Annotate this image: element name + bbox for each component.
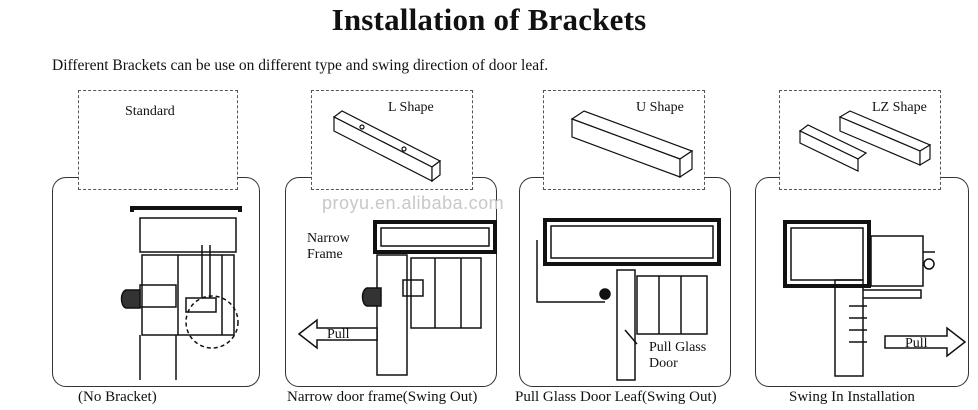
lz-shape-install-drawing (783, 220, 967, 377)
bracket-tag: LZ Shape (779, 90, 941, 190)
panel-caption: Pull Glass Door Leaf(Swing Out) (515, 389, 717, 405)
bracket-tag: L Shape (311, 90, 473, 190)
page-subtitle: Different Brackets can be use on differe… (52, 57, 549, 74)
pull-arrow-label: Pull (327, 327, 350, 342)
panel-standard: Standard (No Bracket) (52, 80, 292, 410)
bracket-tag: U Shape (543, 90, 705, 190)
u-shape-bracket-icon (570, 110, 694, 179)
watermark: proyu.en.alibaba.com (322, 193, 505, 213)
standard-install-drawing (120, 206, 242, 380)
pull-arrow-label: Pull (905, 336, 928, 351)
panel-l-shape: L Shape Narrow Frame Pull Narr (285, 80, 525, 410)
pull-glass-door-label: Pull Glass Door (649, 340, 707, 371)
bracket-name: L Shape (388, 100, 434, 115)
panel-caption: Narrow door frame(Swing Out) (287, 389, 478, 405)
bracket-name: LZ Shape (872, 100, 927, 115)
pull-arrow (884, 326, 967, 358)
narrow-frame-label: Narrow Frame (307, 231, 350, 262)
panel-caption: Swing In Installation (789, 389, 915, 405)
panel-lz-shape: LZ Shape Pull (755, 80, 978, 410)
page-title: Installation of Brackets (331, 2, 647, 37)
installation-box (519, 177, 731, 387)
panel-u-shape: U Shape Pull Glass Door Pull Glass Door … (515, 80, 759, 410)
bracket-name: Standard (125, 104, 175, 119)
u-shape-install-drawing (536, 218, 721, 381)
lz-shape-bracket-icon (798, 110, 932, 172)
panel-caption: (No Bracket) (78, 389, 157, 405)
installation-box (755, 177, 969, 387)
bracket-name: U Shape (636, 100, 684, 115)
installation-box (52, 177, 260, 387)
l-shape-bracket-icon (332, 110, 442, 183)
l-shape-install-drawing (297, 220, 497, 376)
bracket-tag: Standard (78, 90, 238, 190)
pull-arrow (297, 318, 378, 350)
